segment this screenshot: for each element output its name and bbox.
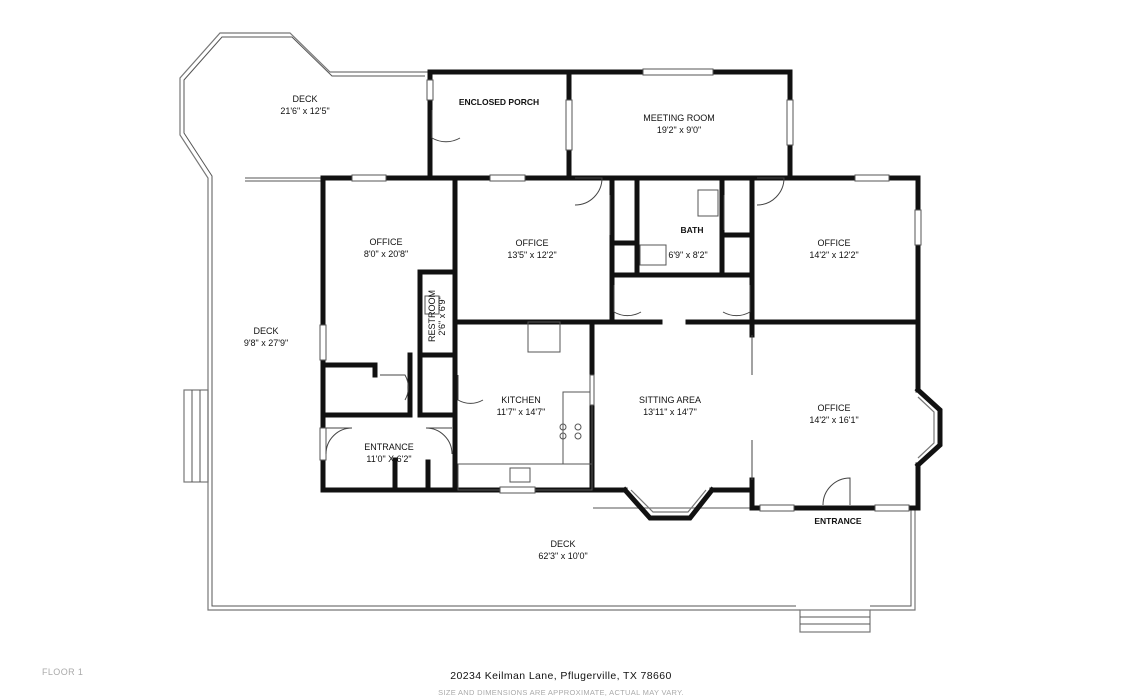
property-address: 20234 Keilman Lane, Pflugerville, TX 786…	[450, 670, 672, 682]
room-dim-restroom: 2'6" x 6'9"	[437, 296, 447, 335]
room-name-office-front: OFFICE	[818, 403, 851, 413]
floor-label: FLOOR 1	[42, 667, 84, 677]
room-name-entrance-left: ENTRANCE	[364, 442, 414, 452]
size-disclaimer: SIZE AND DIMENSIONS ARE APPROXIMATE, ACT…	[438, 688, 684, 697]
fixtures	[424, 189, 719, 483]
room-dim-kitchen: 11'7" x 14'7"	[497, 407, 546, 417]
room-name-enclosed-porch: ENCLOSED PORCH	[459, 97, 539, 107]
room-dim-entrance-left: 11'0" X 6'2"	[366, 454, 411, 464]
room-dim-office-right: 14'2" x 12'2"	[809, 250, 858, 260]
room-name-deck-top: DECK	[292, 94, 317, 104]
room-name-sitting-area: SITTING AREA	[639, 395, 701, 405]
room-dim-bath: 6'9" x 8'2"	[668, 250, 707, 260]
room-name-restroom: RESTROOM	[427, 290, 437, 342]
room-dim-sitting-area: 13'11" x 14'7"	[643, 407, 697, 417]
room-dim-meeting-room: 19'2" x 9'0"	[657, 125, 701, 135]
room-name-deck-left: DECK	[253, 326, 278, 336]
room-name-meeting-room: MEETING ROOM	[643, 113, 715, 123]
room-dim-office-narrow: 8'0" x 20'8"	[364, 249, 408, 259]
room-name-deck-bottom: DECK	[550, 539, 575, 549]
room-dim-office-center: 13'5" x 12'2"	[507, 250, 556, 260]
walls	[320, 69, 943, 521]
room-dim-deck-top: 21'6" x 12'5"	[280, 106, 329, 116]
room-labels: DECK 21'6" x 12'5" ENCLOSED PORCH MEETIN…	[244, 94, 862, 561]
room-dim-deck-left: 9'8" x 27'9"	[244, 338, 288, 348]
room-name-entrance-right: ENTRANCE	[814, 516, 862, 526]
room-dim-deck-bottom: 62'3" x 10'0"	[538, 551, 587, 561]
room-name-bath: BATH	[681, 225, 704, 235]
room-name-office-right: OFFICE	[818, 238, 851, 248]
doors	[325, 110, 851, 506]
room-name-kitchen: KITCHEN	[501, 395, 541, 405]
room-dim-office-front: 14'2" x 16'1"	[809, 415, 858, 425]
deck-outline	[179, 32, 916, 633]
windows	[319, 68, 922, 512]
room-name-office-center: OFFICE	[516, 238, 549, 248]
room-name-office-narrow: OFFICE	[370, 237, 403, 247]
